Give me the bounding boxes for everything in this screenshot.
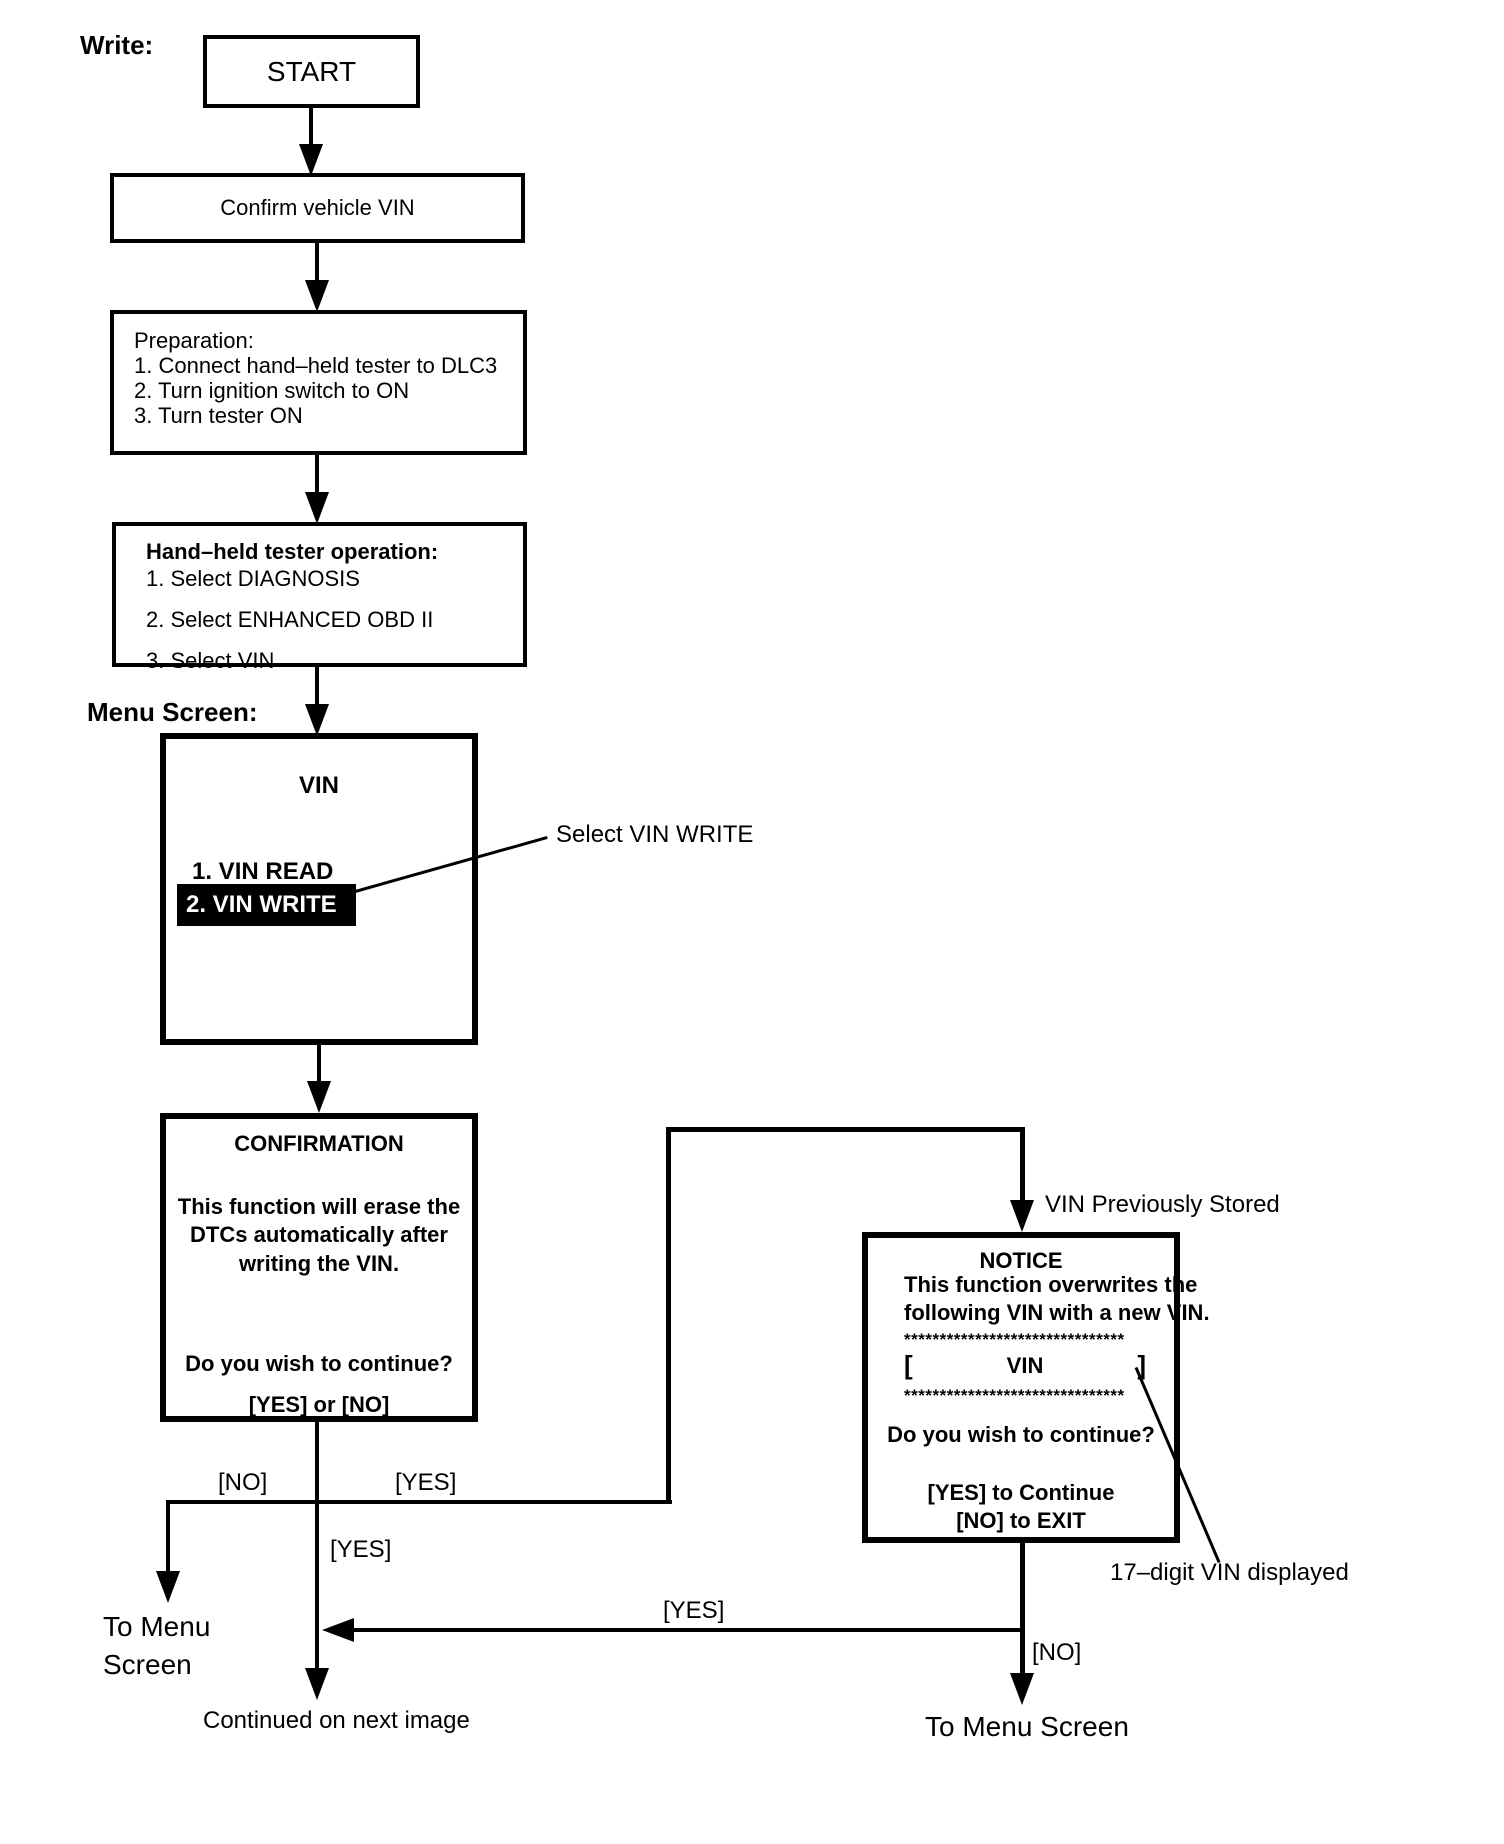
notice-vin-row: [ VIN ] bbox=[868, 1350, 1174, 1381]
arrowhead-into-notice bbox=[1010, 1200, 1034, 1232]
tester-operation-step-3: 3. Select VIN bbox=[146, 648, 275, 673]
preparation-title: Preparation: bbox=[134, 328, 254, 353]
center-yes-label: [YES] bbox=[330, 1536, 392, 1563]
tester-operation-title: Hand–held tester operation: bbox=[146, 539, 439, 564]
select-vin-write-annotation: Select VIN WRITE bbox=[556, 821, 754, 848]
connector-branch-horizontal bbox=[166, 1500, 672, 1504]
vin-right-bracket: ] bbox=[1137, 1350, 1146, 1380]
connector-into-notice bbox=[1020, 1127, 1025, 1202]
to-menu-left-line2: Screen bbox=[103, 1649, 192, 1680]
to-menu-left-line1: To Menu bbox=[103, 1611, 211, 1642]
notice-body-line-2: following VIN with a new VIN. bbox=[904, 1300, 1210, 1325]
to-menu-screen-right-label: To Menu Screen bbox=[925, 1711, 1129, 1742]
preparation-step-1: 1. Connect hand–held tester to DLC3 bbox=[134, 353, 498, 378]
notice-question: Do you wish to continue? bbox=[887, 1422, 1155, 1447]
arrowhead-to-menu-right bbox=[1010, 1673, 1034, 1705]
start-box: START bbox=[203, 35, 420, 108]
connector-no-left bbox=[166, 1500, 170, 1573]
menu-item-vin-write-highlighted: 2. VIN WRITE bbox=[177, 884, 356, 926]
preparation-box: Preparation: 1. Connect hand–held tester… bbox=[110, 310, 527, 455]
confirmation-body-line-1: This function will erase the bbox=[177, 1194, 461, 1219]
continued-next-image-label: Continued on next image bbox=[203, 1707, 470, 1734]
arrowhead-confirm-preparation bbox=[305, 280, 329, 312]
connector-menu-confirmation bbox=[317, 1045, 321, 1083]
connector-tester-menu bbox=[315, 667, 319, 705]
connector-confirm-preparation bbox=[315, 243, 319, 281]
confirm-vin-label: Confirm vehicle VIN bbox=[220, 195, 415, 220]
connector-yes-top-horizontal bbox=[666, 1127, 1024, 1132]
notice-no-line: [NO] to EXIT bbox=[956, 1508, 1086, 1533]
arrowhead-menu-confirmation bbox=[307, 1081, 331, 1113]
branch-yes-label: [YES] bbox=[395, 1469, 457, 1496]
start-label: START bbox=[266, 55, 357, 87]
confirmation-screen: CONFIRMATION This function will erase th… bbox=[160, 1113, 478, 1422]
notice-no-branch-label: [NO] bbox=[1032, 1639, 1082, 1666]
preparation-step-2: 2. Turn ignition switch to ON bbox=[134, 378, 410, 403]
confirm-vin-box: Confirm vehicle VIN bbox=[110, 173, 525, 243]
tester-operation-box: Hand–held tester operation: 1. Select DI… bbox=[112, 522, 527, 673]
confirmation-body-line-2: DTCs automatically after bbox=[190, 1222, 448, 1247]
branch-no-label: [NO] bbox=[218, 1469, 268, 1496]
confirmation-title: CONFIRMATION bbox=[234, 1131, 404, 1156]
vin-menu-screen: VIN 1. VIN READ 2. VIN WRITE bbox=[160, 733, 478, 1045]
arrowhead-tester-menu bbox=[305, 704, 329, 736]
write-section-label: Write: bbox=[80, 30, 154, 60]
confirmation-options: [YES] or [NO] bbox=[248, 1392, 390, 1417]
arrowhead-start-confirm bbox=[299, 144, 323, 176]
arrowhead-to-menu-left bbox=[156, 1571, 180, 1603]
notice-yes-line: [YES] to Continue bbox=[927, 1480, 1115, 1505]
arrowhead-preparation-tester bbox=[305, 492, 329, 524]
notice-asterisks-top: ******************************* bbox=[904, 1330, 1125, 1349]
vin-left-bracket: [ bbox=[904, 1350, 913, 1380]
confirmation-body-line-3: writing the VIN. bbox=[238, 1251, 400, 1276]
connector-yes-long-horizontal bbox=[350, 1628, 1024, 1632]
seventeen-digit-annotation: 17–digit VIN displayed bbox=[1110, 1559, 1349, 1586]
connector-confirmation-down bbox=[315, 1422, 319, 1670]
connector-yes-up bbox=[666, 1127, 671, 1504]
to-menu-screen-left-label: To Menu Screen bbox=[103, 1608, 210, 1684]
tester-operation-step-2: 2. Select ENHANCED OBD II bbox=[146, 607, 434, 632]
vin-menu-title: VIN bbox=[298, 772, 339, 799]
preparation-step-3: 3. Turn tester ON bbox=[134, 403, 303, 428]
yes-long-label: [YES] bbox=[663, 1597, 725, 1624]
arrowhead-yes-long bbox=[322, 1618, 354, 1642]
arrowhead-continued bbox=[305, 1668, 329, 1700]
notice-body-line-1: This function overwrites the bbox=[904, 1272, 1198, 1297]
confirmation-question: Do you wish to continue? bbox=[185, 1351, 453, 1376]
connector-start-confirm bbox=[309, 108, 313, 148]
notice-screen: NOTICE This function overwrites the foll… bbox=[862, 1232, 1210, 1543]
tester-operation-step-1: 1. Select DIAGNOSIS bbox=[146, 566, 360, 591]
notice-title: NOTICE bbox=[979, 1248, 1063, 1273]
vin-previously-stored-annotation: VIN Previously Stored bbox=[1045, 1191, 1280, 1218]
menu-screen-section-label: Menu Screen: bbox=[87, 697, 258, 727]
vin-placeholder: VIN bbox=[1006, 1352, 1044, 1378]
notice-asterisks-bottom: ******************************* bbox=[904, 1386, 1125, 1405]
connector-preparation-tester bbox=[315, 455, 319, 493]
connector-notice-down bbox=[1020, 1543, 1025, 1675]
vin-write-label: 2. VIN WRITE bbox=[186, 891, 337, 918]
menu-item-vin-read: 1. VIN READ bbox=[192, 858, 334, 885]
